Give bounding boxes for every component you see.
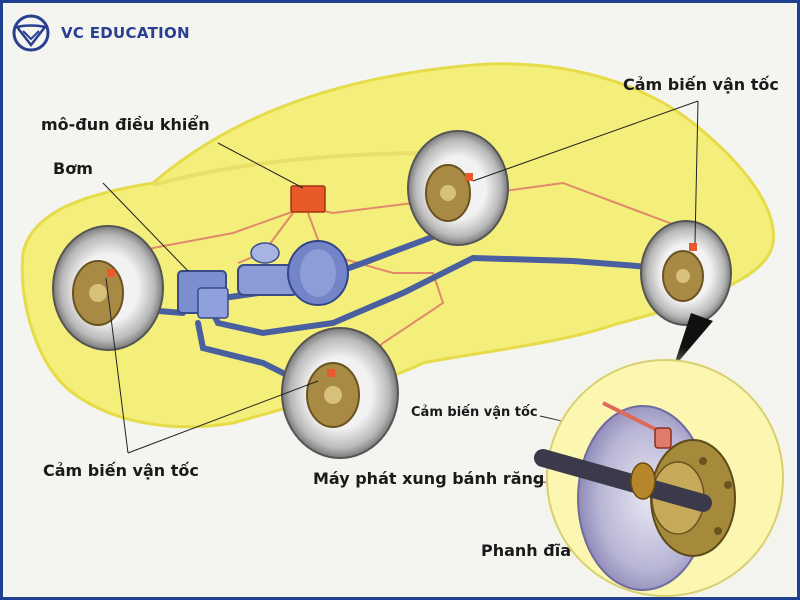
speed-sensor-marker: [689, 243, 697, 251]
brake-booster: [237, 240, 349, 306]
label-inset-speed-sensor: Cảm biến vận tốc: [411, 405, 538, 420]
speed-sensor-marker: [107, 269, 115, 277]
pump-unit: [177, 270, 229, 319]
wheel-front-right: [281, 327, 399, 459]
label-speed-sensor-rear: Cảm biến vận tốc: [623, 75, 779, 94]
label-disc-brake: Phanh đĩa: [481, 541, 571, 560]
label-control-module: mô-đun điều khiển: [41, 115, 210, 134]
drive-shaft: [534, 449, 712, 512]
car-body: [20, 62, 775, 429]
wheel-rear-left: [407, 130, 509, 246]
tone-ring: [630, 462, 656, 500]
wheel-front-left: [52, 225, 164, 351]
inset-speed-sensor: [654, 427, 672, 449]
speed-sensor-marker: [465, 173, 473, 181]
label-pump: Bơm: [53, 159, 93, 178]
brand-name: VC EDUCATION: [61, 24, 190, 42]
vc-shield-logo-icon: [12, 14, 50, 52]
label-tone-ring: Máy phát xung bánh răng: [313, 469, 545, 488]
abs-diagram: [20, 62, 797, 597]
speed-sensor-marker: [327, 369, 335, 377]
label-speed-sensor-front: Cảm biến vận tốc: [43, 461, 199, 480]
wheel-rear-right: [640, 220, 732, 326]
inset-detail: [533, 346, 797, 597]
brand-header: VC EDUCATION: [9, 11, 190, 55]
control-module: [290, 185, 326, 213]
